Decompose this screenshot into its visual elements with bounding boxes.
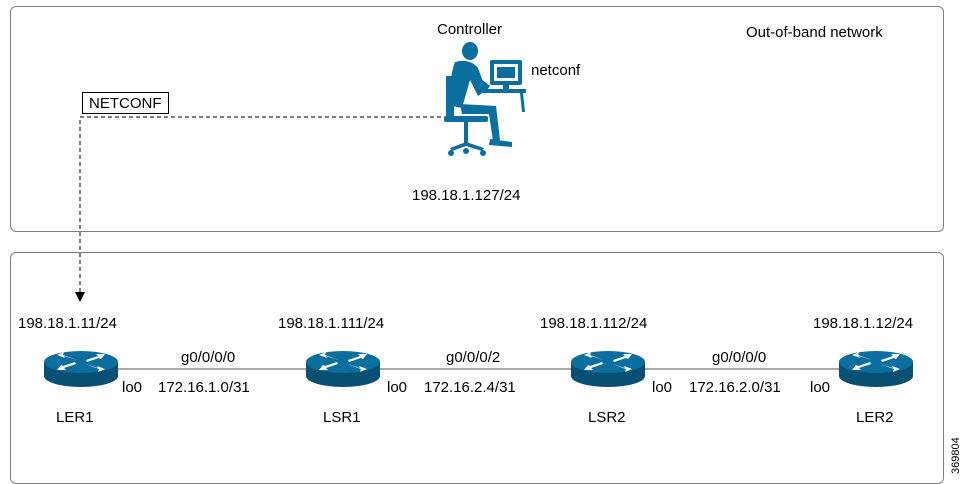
router-ip-ler2: 198.18.1.12/24: [813, 315, 914, 332]
out-of-band-network-title: Out-of-band network: [746, 24, 883, 41]
figure-number: 369804: [950, 437, 962, 474]
netconf-protocol-label: netconf: [531, 62, 581, 79]
out-of-band-network-panel: [10, 6, 944, 232]
port-lo0-ler2: lo0: [810, 379, 831, 396]
netconf-link-label: NETCONF: [82, 92, 169, 114]
router-name-lsr2: LSR2: [588, 409, 626, 426]
router-name-ler1: LER1: [56, 409, 94, 426]
port-lo0-lsr2: lo0: [652, 379, 673, 396]
router-ip-lsr1: 198.18.1.111/24: [278, 315, 385, 332]
router-icon-ler2: [839, 351, 913, 387]
link-interface-lsr1-lsr2: g0/0/0/2: [446, 349, 501, 366]
router-ip-ler1: 198.18.1.11/24: [18, 315, 117, 332]
port-lo0-lsr1: lo0: [387, 379, 408, 396]
router-icon-lsr1: [306, 351, 380, 387]
router-name-ler2: LER2: [856, 409, 894, 426]
controller-person-icon: [444, 42, 526, 156]
link-interface-ler1-lsr1: g0/0/0/0: [181, 349, 236, 366]
topology-drawing: [44, 42, 913, 387]
link-subnet-lsr1-lsr2: 172.16.2.4/31: [424, 379, 516, 396]
router-name-lsr1: LSR1: [323, 409, 361, 426]
netconf-dashed-line: [79, 116, 448, 292]
router-ip-lsr2: 198.18.1.112/24: [540, 315, 648, 332]
link-subnet-lsr2-ler2: 172.16.2.0/31: [689, 379, 781, 396]
router-icon-lsr2: [571, 351, 645, 387]
port-lo0-ler1: lo0: [122, 379, 143, 396]
link-subnet-ler1-lsr1: 172.16.1.0/31: [158, 379, 250, 396]
controller-ip-label: 198.18.1.127/24: [412, 187, 521, 204]
controller-label: Controller: [437, 21, 503, 38]
netconf-arrowhead: [75, 292, 85, 302]
router-icon-ler1: [44, 351, 118, 387]
link-interface-lsr2-ler2: g0/0/0/0: [712, 349, 767, 366]
